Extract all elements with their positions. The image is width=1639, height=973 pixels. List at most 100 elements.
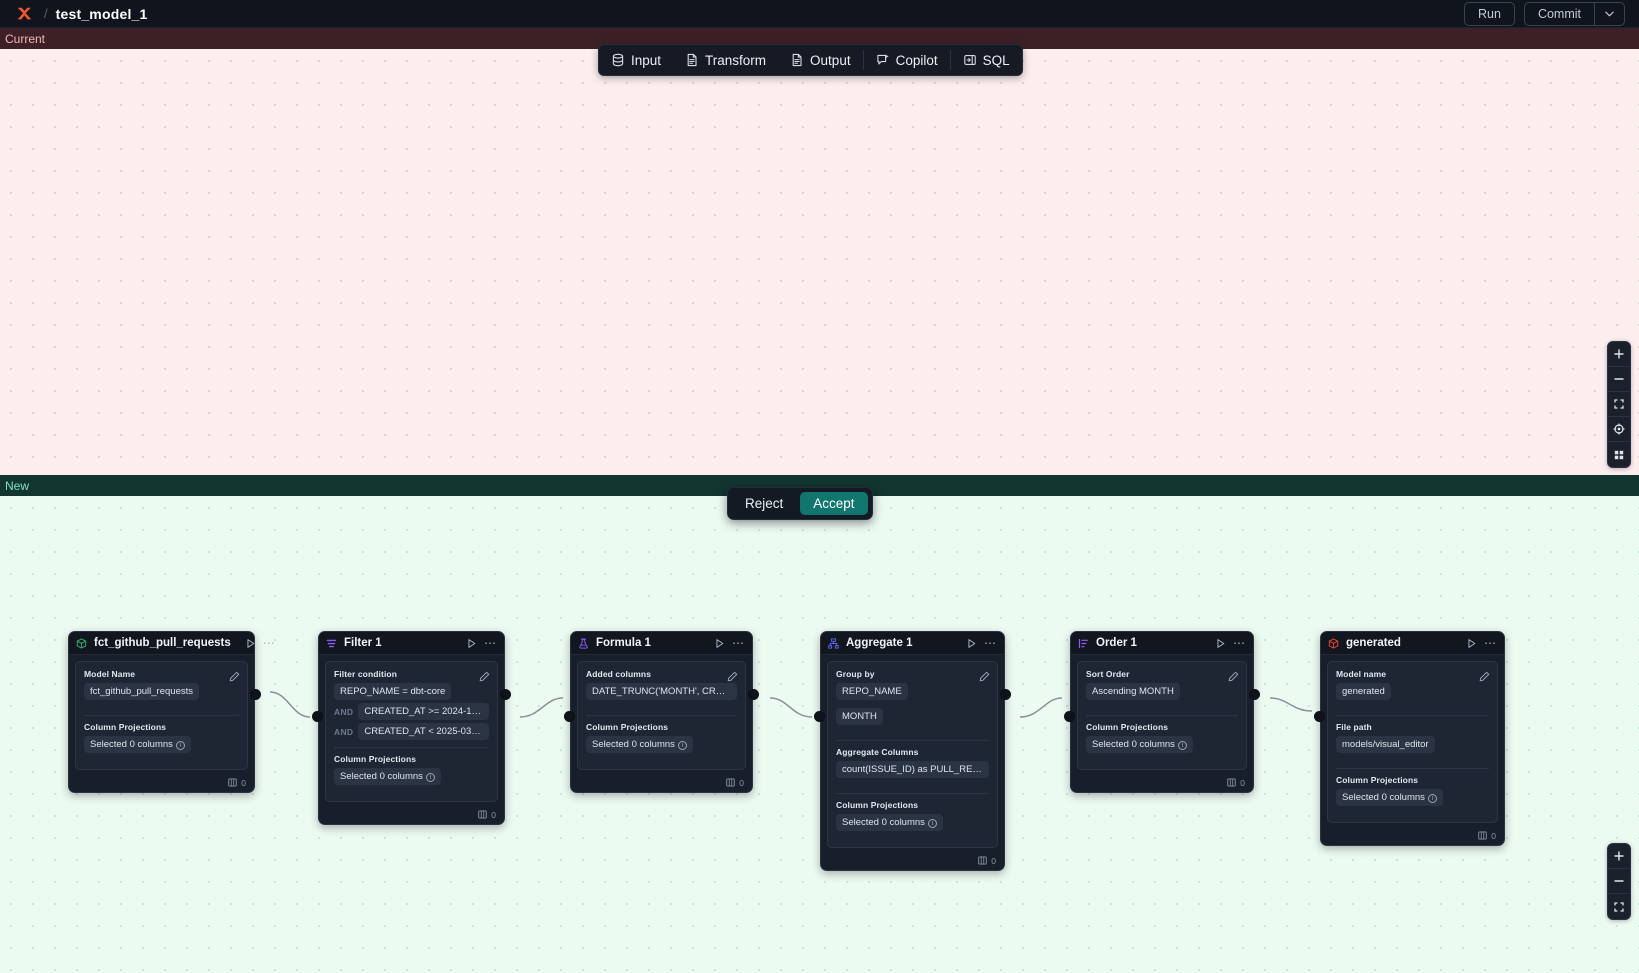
center-icon[interactable] [1608,417,1630,442]
commit-button[interactable]: Commit [1525,3,1594,25]
run-node-icon[interactable] [245,638,256,649]
node-header[interactable]: Filter 1⋯ [319,632,504,655]
reject-button[interactable]: Reject [732,492,796,515]
node-menu-icon[interactable]: ⋯ [484,636,497,650]
chevron-down-icon[interactable] [1595,3,1624,25]
field-divider [84,715,239,716]
accept-button[interactable]: Accept [800,492,868,515]
node-header[interactable]: generated⋯ [1321,632,1504,655]
value-chip[interactable]: DATE_TRUNC('MONTH', CREATED_AT... [586,683,737,700]
database-icon [611,53,625,67]
run-node-icon[interactable] [466,638,477,649]
node-menu-icon[interactable]: ⋯ [262,636,276,650]
value-chip[interactable]: Ascending MONTH [1086,683,1180,700]
grid-icon[interactable] [1608,442,1630,467]
tab-copilot-label: Copilot [895,52,938,68]
tab-input[interactable]: Input [599,45,673,75]
zoom-in-icon[interactable] [1608,844,1630,869]
condition-row: REPO_NAME = dbt-core [334,683,489,700]
field-divider [334,747,489,748]
node-title: Order 1 [1096,637,1137,649]
field-label: Column Projections [1336,775,1419,785]
node-output-port[interactable] [250,689,261,700]
condition-chip[interactable]: CREATED_AT < 2025-03-01 [358,723,489,740]
node-header[interactable]: Formula 1⋯ [571,632,752,655]
node-header[interactable]: Aggregate 1⋯ [821,632,1004,655]
order-icon [1078,638,1089,649]
run-node-icon[interactable] [1466,638,1477,649]
field-label: Model name [1336,669,1387,679]
tab-copilot[interactable]: Copilot [864,45,950,75]
tab-transform[interactable]: Transform [673,45,778,75]
edit-pencil-icon[interactable] [1228,669,1239,682]
node-menu-icon[interactable]: ⋯ [1233,636,1246,650]
node-input-port[interactable] [312,711,323,722]
edit-pencil-icon[interactable] [1479,669,1490,682]
node-menu-icon[interactable]: ⋯ [984,636,997,650]
run-node-icon[interactable] [966,638,977,649]
fit-view-icon[interactable] [1608,392,1630,417]
node-input-port[interactable] [1314,711,1325,722]
value-chip[interactable]: count(ISSUE_ID) as PULL_REQUEST_... [836,761,989,778]
info-icon[interactable]: i [425,773,435,782]
node-menu-icon[interactable]: ⋯ [732,636,745,650]
edit-pencil-icon[interactable] [479,669,490,682]
info-icon[interactable]: i [677,741,687,750]
run-node-icon[interactable] [1215,638,1226,649]
zoom-out-icon[interactable] [1608,869,1630,894]
node-header[interactable]: fct_github_pull_requests⋯ [69,632,275,655]
run-node-icon[interactable] [714,638,725,649]
node-output-port[interactable] [1000,689,1011,700]
zoom-out-icon[interactable] [1608,367,1630,392]
edit-pencil-icon[interactable] [229,669,240,682]
tab-sql[interactable]: SQL [951,45,1022,75]
node-input-port[interactable] [1064,711,1075,722]
node-input-port[interactable] [564,711,575,722]
value-chip[interactable]: MONTH [836,708,883,725]
node-output-port[interactable] [500,689,511,700]
run-button[interactable]: Run [1464,1,1515,26]
value-chip[interactable]: generated [1336,683,1391,700]
value-chip[interactable]: fct_github_pull_requests [84,683,199,700]
node-menu-icon[interactable]: ⋯ [1484,636,1497,650]
condition-chip[interactable]: CREATED_AT >= 2024-12-01 [358,703,489,720]
edit-pencil-icon[interactable] [979,669,990,682]
info-icon[interactable]: i [1427,794,1437,803]
node-output-port[interactable] [1249,689,1260,700]
value-chip[interactable]: REPO_NAME [836,683,908,700]
canvas-current[interactable] [0,28,1639,475]
condition-chip[interactable]: REPO_NAME = dbt-core [334,683,452,700]
node-output-port[interactable] [748,689,759,700]
fit-view-icon[interactable] [1608,894,1630,919]
info-icon[interactable]: i [175,741,185,750]
node-input-port[interactable] [814,711,825,722]
node-header[interactable]: Order 1 ⋯ [1071,632,1253,655]
field-label: Column Projections [586,722,669,732]
value-chip[interactable]: models/visual_editor [1336,736,1435,753]
edit-pencil-icon[interactable] [727,669,738,682]
info-icon[interactable]: i [1177,741,1187,750]
zoom-in-icon[interactable] [1608,342,1630,367]
info-icon[interactable]: i [927,819,937,828]
x-logo-icon[interactable] [14,4,34,24]
field-label: File path [1336,722,1372,732]
tab-output[interactable]: Output [778,45,863,75]
